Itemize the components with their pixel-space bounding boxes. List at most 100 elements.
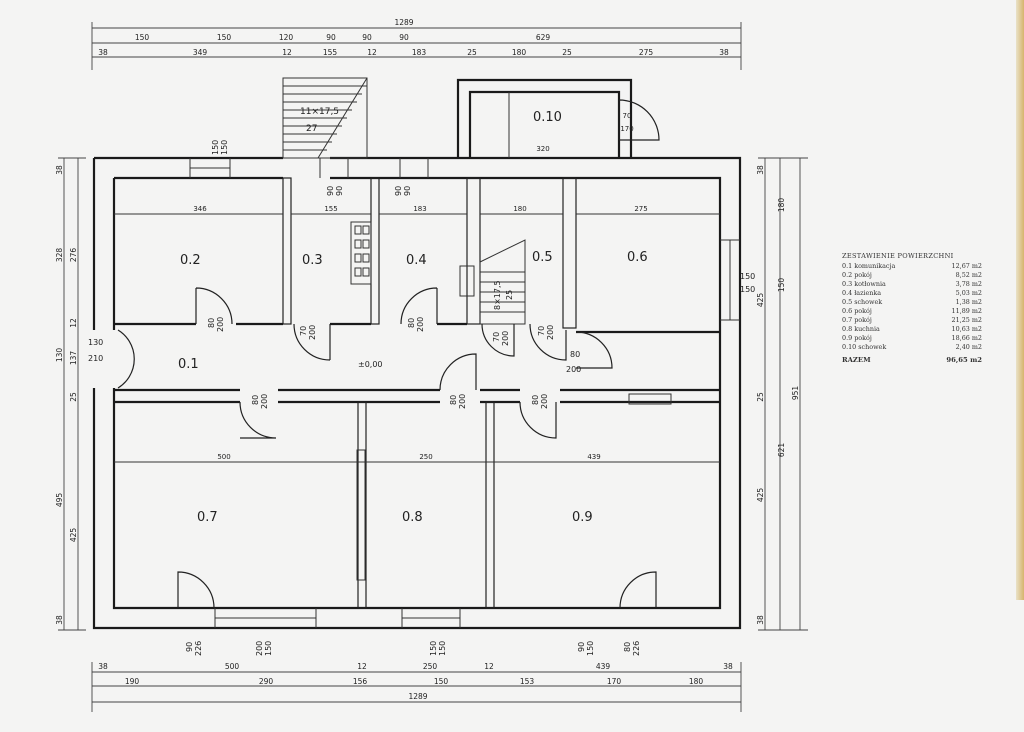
width-0-10: 320: [536, 145, 549, 153]
door-0-7-w: 80: [251, 395, 260, 405]
legend-area: 21,25 m2: [951, 316, 982, 324]
stair-spec: 11×17,5: [300, 107, 339, 117]
window-0-7a-h: 226: [194, 641, 203, 656]
door-0-3-h: 200: [308, 325, 317, 340]
dim-right-2: 150: [777, 278, 786, 293]
dim-bot-r1-4: 12: [484, 662, 494, 671]
dim-top-r2-10: 38: [719, 48, 729, 57]
legend-total-row: RAZEM 96,65 m2: [842, 356, 982, 365]
window-0-2-h: 150: [220, 140, 229, 155]
window-0-2-w: 150: [211, 140, 220, 155]
door-0-5a-h: 200: [501, 331, 510, 346]
dim-left-i-3: 25: [69, 392, 78, 402]
fixtures: [350, 221, 672, 581]
dim-bot-r2-6: 180: [689, 677, 704, 686]
width-0-9: 439: [587, 453, 600, 461]
legend-area: 1,38 m2: [955, 298, 982, 306]
dim-right-4: 621: [777, 443, 786, 458]
dim-top-r1-4: 90: [362, 33, 372, 42]
legend-area: 8,52 m2: [955, 271, 982, 279]
legend-title: ZESTAWIENIE POWIERZCHNI: [842, 252, 954, 260]
width-0-4: 183: [413, 205, 426, 213]
dim-right-8: 38: [756, 615, 765, 625]
room-0-7-label: 0.7: [197, 510, 218, 525]
dim-bot-r1-1: 500: [225, 662, 240, 671]
dim-bot-r2-5: 170: [607, 677, 622, 686]
legend-area: 10,63 m2: [951, 325, 982, 333]
dim-right-7: 425: [756, 488, 765, 503]
dim-left-o-1: 328: [55, 248, 64, 263]
inner-stair-run: 25: [505, 290, 514, 300]
dim-top-r2-8: 25: [562, 48, 572, 57]
room-0-3-label: 0.3: [302, 253, 323, 268]
door-0-5b-h: 200: [546, 325, 555, 340]
legend-room: 0.2 pokój: [842, 271, 872, 279]
dim-top-r2-7: 180: [512, 48, 527, 57]
area-legend: ZESTAWIENIE POWIERZCHNI 0.1 komunikacja 1…: [842, 252, 982, 365]
door-0-2-h: 200: [216, 317, 225, 332]
dim-right-0: 38: [756, 165, 765, 175]
legend-row: 0.9 pokój 18,66 m2: [842, 334, 982, 343]
dim-left-o-2: 130: [55, 348, 64, 363]
legend-room: 0.1 komunikacja: [842, 262, 896, 270]
door-0-5b-w: 70: [537, 326, 546, 336]
dim-top-r1-1: 150: [217, 33, 232, 42]
legend-area: 12,67 m2: [951, 262, 982, 270]
width-0-8: 250: [419, 453, 432, 461]
width-0-2: 346: [193, 205, 207, 213]
dim-left-i-4: 425: [69, 528, 78, 543]
dim-bot-r2-0: 190: [125, 677, 140, 686]
inner-stair-spec: 8×17,5: [493, 280, 502, 310]
window-0-4-w: 90: [394, 186, 403, 196]
inner-stair: 8×17,5 25: [479, 239, 526, 325]
level-mark: ±0,00: [358, 360, 383, 369]
legend-area: 2,40 m2: [955, 343, 982, 351]
dim-top-r2-6: 25: [467, 48, 477, 57]
room-0-8-label: 0.8: [402, 510, 423, 525]
window-0-7a-w: 90: [185, 642, 194, 652]
dim-bot-r1-2: 12: [357, 662, 367, 671]
window-0-9b-h: 226: [632, 641, 641, 656]
dim-left-i-2: 137: [69, 351, 78, 366]
dim-top-r1-6: 629: [536, 33, 551, 42]
room-0-9-label: 0.9: [572, 510, 593, 525]
annex-0-10: [456, 78, 660, 158]
legend-area: 18,66 m2: [951, 334, 982, 342]
entry-door-h: 210: [88, 354, 103, 363]
background-wood-edge: [1016, 0, 1024, 600]
dim-bot-r1-3: 250: [423, 662, 438, 671]
dim-bot-r1-5: 439: [596, 662, 611, 671]
door-0-10-b: 170: [620, 125, 633, 133]
door-0-9-h: 200: [540, 394, 549, 409]
window-0-9b-w: 80: [623, 642, 632, 652]
dim-left-o-4: 38: [55, 615, 64, 625]
legend-room: 0.9 pokój: [842, 334, 872, 342]
windows: [189, 158, 740, 628]
window-0-9a-w: 90: [577, 642, 586, 652]
room-0-2-label: 0.2: [180, 253, 201, 268]
dim-top-r2-3: 155: [323, 48, 338, 57]
dim-top-r1-2: 120: [279, 33, 294, 42]
dim-right-1: 180: [777, 198, 786, 213]
dim-top-r1-3: 90: [326, 33, 336, 42]
door-0-4-h: 200: [416, 317, 425, 332]
window-0-8-h: 150: [438, 641, 447, 656]
dim-bot-r1-0: 38: [98, 662, 108, 671]
door-0-8-h: 200: [458, 394, 467, 409]
window-0-8-w: 150: [429, 641, 438, 656]
width-0-5: 180: [513, 205, 526, 213]
interior-walls: [114, 177, 720, 609]
window-0-6-w: 150: [740, 272, 755, 281]
door-0-4-w: 80: [407, 318, 416, 328]
room-0-5-label: 0.5: [532, 250, 553, 265]
room-0-6-label: 0.6: [627, 250, 648, 265]
width-0-7: 500: [217, 453, 230, 461]
door-0-8-w: 80: [449, 395, 458, 405]
